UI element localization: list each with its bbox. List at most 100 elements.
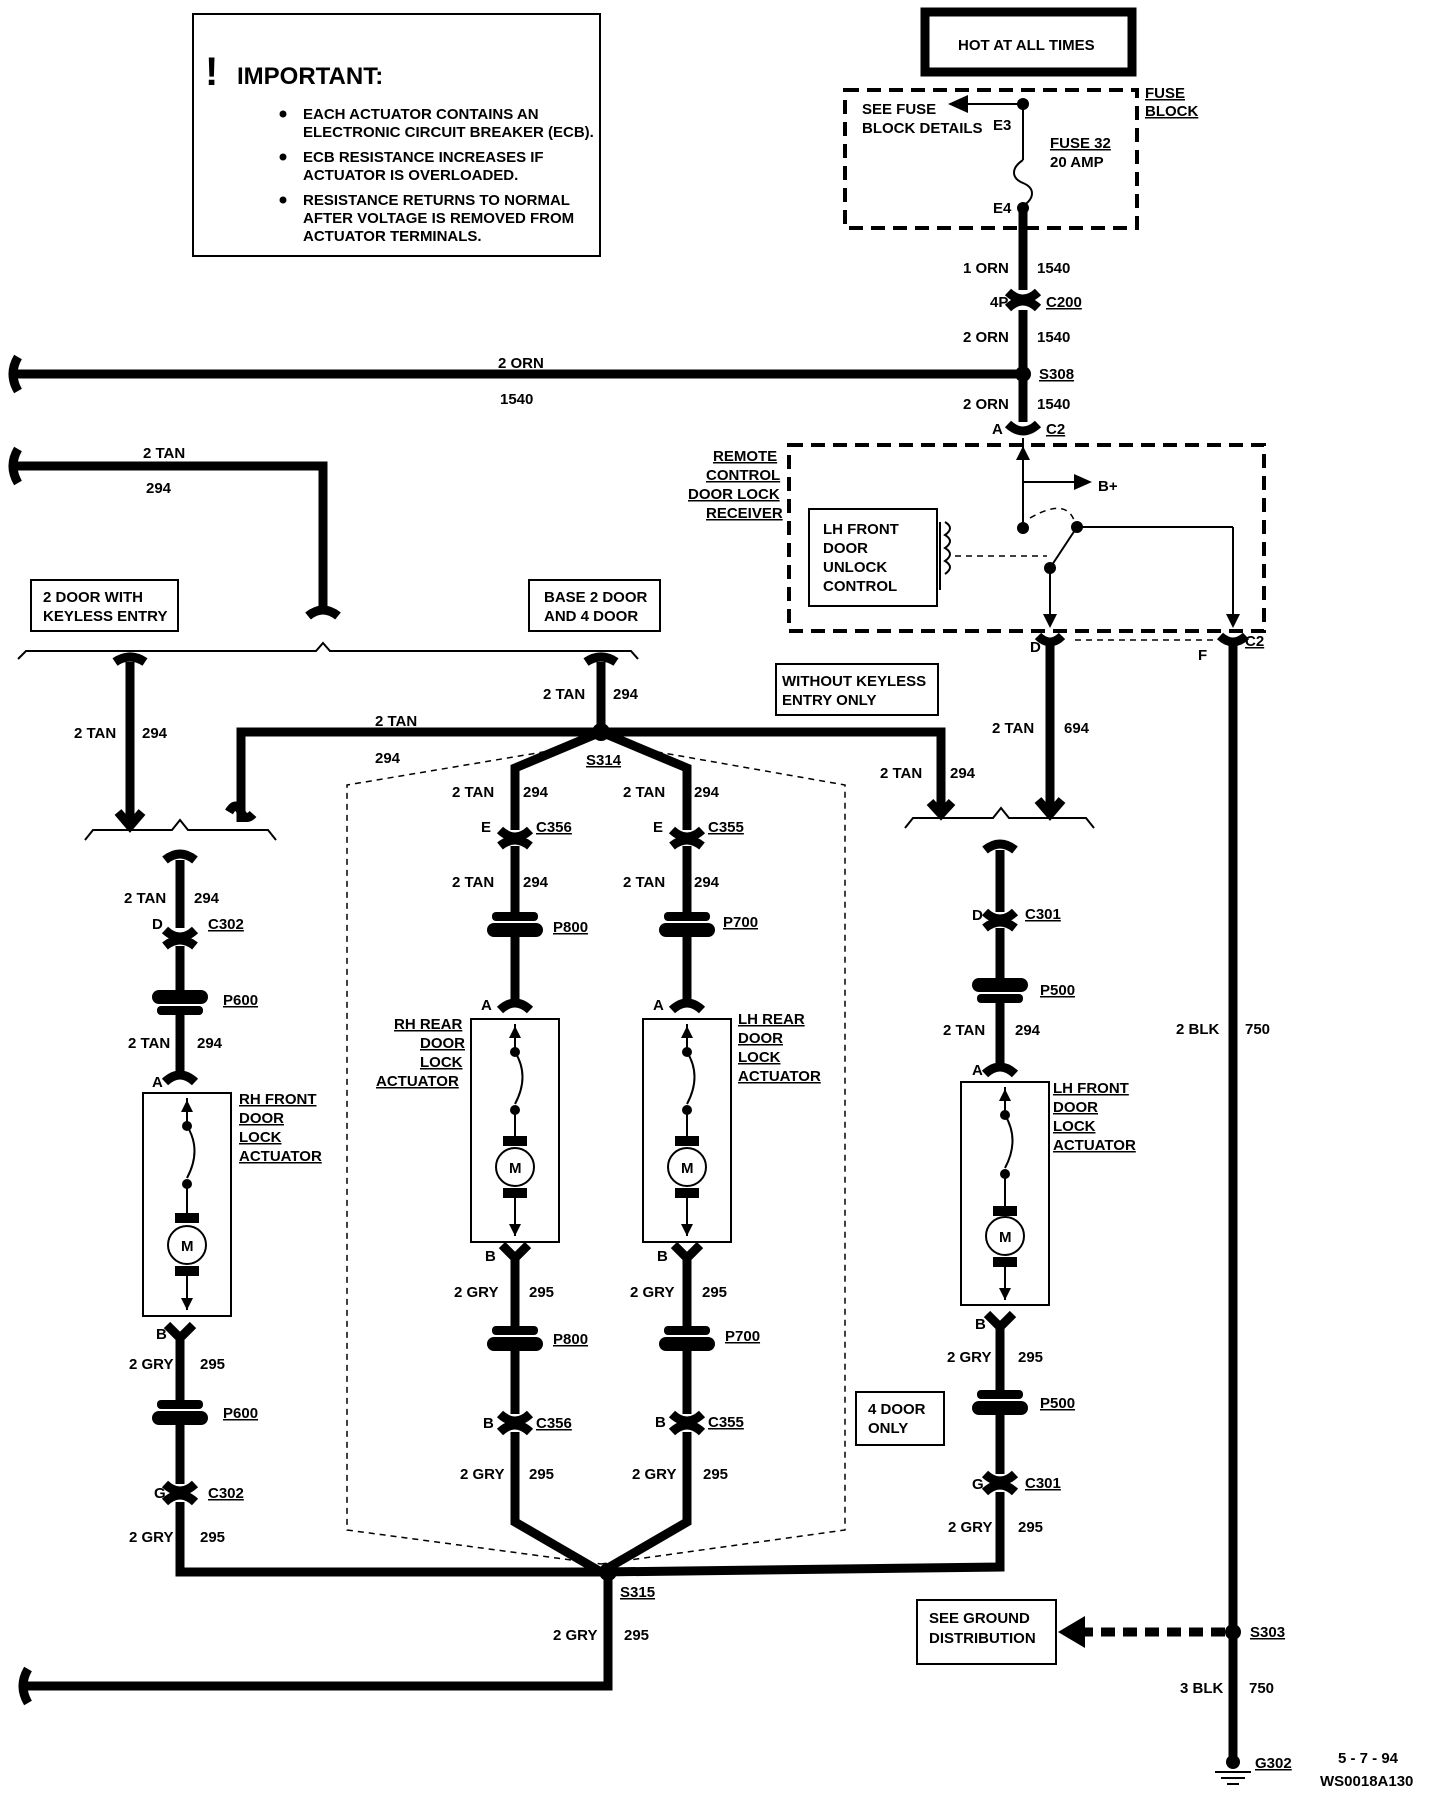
rh-front-branch: 2 TAN 294 D C302 P600 2 TAN 294 A M RH F… (84, 818, 601, 1577)
unlock-control-label: UNLOCK (823, 559, 887, 576)
circuit-number-label: 294 (197, 1035, 223, 1052)
pass-through-p500 (972, 978, 1028, 992)
wire-color-label: 2 TAN (143, 445, 185, 462)
rh-rear-branch: 2 TAN 294 E C356 2 TAN 294 P800 A M RH R… (376, 784, 604, 1576)
lh-rear-branch: 2 TAN 294 E C355 2 TAN 294 P700 A M LH R… (598, 784, 821, 1576)
pin-label: G (972, 1476, 984, 1493)
actuator-label: DOOR (239, 1110, 284, 1127)
actuator-label: ACTUATOR (239, 1148, 322, 1165)
important-note: ! IMPORTANT: EACH ACTUATOR CONTAINS AN E… (192, 13, 601, 257)
splice-s314-label: S314 (586, 752, 622, 769)
actuator-label: LH FRONT (1053, 1080, 1129, 1097)
wire-color-label: 2 TAN (880, 765, 922, 782)
connector-c2-label: C2 (1046, 421, 1065, 438)
arrow-down-icon (1226, 614, 1240, 628)
see-fuse-details-label: BLOCK DETAILS (862, 120, 983, 137)
connector-c302-label: C302 (208, 916, 244, 933)
pin-label: A (481, 997, 492, 1014)
see-fuse-details-label: SEE FUSE (862, 101, 936, 118)
splice-dot (1017, 202, 1029, 214)
actuator-label: ACTUATOR (1053, 1137, 1136, 1154)
pass-through-p700-label: P700 (723, 914, 758, 931)
wire-color-label: 2 TAN (128, 1035, 170, 1052)
arrow-left-icon (1058, 1616, 1085, 1648)
pass-through-p500-label: P500 (1040, 982, 1075, 999)
ground-g302-label: G302 (1255, 1755, 1292, 1772)
connector-c302-label: C302 (208, 1485, 244, 1502)
bullet-icon (279, 110, 287, 118)
circuit-number-label: 294 (1015, 1022, 1041, 1039)
motor-label: M (999, 1229, 1012, 1246)
actuator-label: LOCK (738, 1049, 781, 1066)
arrow-down-icon (999, 1288, 1011, 1300)
pin-label: A (992, 421, 1003, 438)
actuator-label: DOOR (738, 1030, 783, 1047)
option-label: AND 4 DOOR (544, 608, 638, 625)
pass-through-p600-label: P600 (223, 1405, 258, 1422)
pin-label: A (653, 997, 664, 1014)
important-title: IMPORTANT: (237, 63, 383, 90)
circuit-number-label: 295 (703, 1466, 728, 1483)
arrow-down-icon (181, 1298, 193, 1310)
pass-through-p500 (972, 1401, 1028, 1415)
actuator-label: LOCK (1053, 1118, 1096, 1135)
arrow-left-icon (948, 95, 968, 113)
pin-label: 4P (990, 294, 1008, 311)
circuit-number-label: 295 (624, 1627, 649, 1644)
splice-s303-label: S303 (1250, 1624, 1285, 1641)
wire-color-label: 2 TAN (623, 784, 665, 801)
b-plus-label: B+ (1098, 478, 1118, 495)
fuse-label: FUSE 32 (1050, 135, 1111, 152)
wire-color-label: 2 TAN (452, 874, 494, 891)
wire-color-label: 2 GRY (454, 1284, 498, 1301)
pass-through-p800-label: P800 (553, 1331, 588, 1348)
unlock-control-label: DOOR (823, 540, 868, 557)
connector-c356-label: C356 (536, 1415, 572, 1432)
arrow-up-icon (181, 1100, 193, 1112)
wire-color-label: 2 GRY (630, 1284, 674, 1301)
wire-color-label: 3 BLK (1180, 1680, 1224, 1697)
actuator-label: DOOR (1053, 1099, 1098, 1116)
unlock-control-label: CONTROL (823, 578, 897, 595)
arrow-down-icon (1043, 614, 1057, 628)
pass-through-p800 (487, 923, 543, 937)
wire-color-label: 2 ORN (963, 396, 1009, 413)
motor-icon (495, 1147, 535, 1187)
option-break-icon (305, 605, 341, 620)
note-line: AFTER VOLTAGE IS REMOVED FROM (303, 210, 574, 227)
connector-c355-label: C355 (708, 1414, 744, 1431)
pin-label: B (655, 1414, 666, 1431)
circuit-number-label: 1540 (1037, 329, 1070, 346)
pin-label: D (152, 916, 163, 933)
diagram-date: 5 - 7 - 94 (1338, 1750, 1399, 1767)
note-line: RESISTANCE RETURNS TO NORMAL (303, 192, 570, 209)
pin-label: B (156, 1326, 167, 1343)
option-label: WITHOUT KEYLESS (782, 673, 926, 690)
option-label: KEYLESS ENTRY (43, 608, 167, 625)
pin-label: D (972, 907, 983, 924)
pass-through-p600 (152, 990, 208, 1004)
splice-s308-label: S308 (1039, 366, 1074, 383)
keyless-feed-294: 2 TAN 294 (8, 445, 341, 620)
wire-color-label: 2 GRY (632, 1466, 676, 1483)
pin-label: A (152, 1074, 163, 1091)
hot-at-all-times-label: HOT AT ALL TIMES (958, 37, 1095, 54)
connector-c355-label: C355 (708, 819, 744, 836)
pass-through-p500-label: P500 (1040, 1395, 1075, 1412)
pin-label: A (972, 1062, 983, 1079)
note-line: ELECTRONIC CIRCUIT BREAKER (ECB). (303, 124, 594, 141)
option-label: BASE 2 DOOR (544, 589, 648, 606)
fuse-label: 20 AMP (1050, 154, 1104, 171)
circuit-number-label: 294 (523, 784, 549, 801)
note-line: ECB RESISTANCE INCREASES IF (303, 149, 544, 166)
see-ground-label: SEE GROUND (929, 1610, 1030, 1627)
see-ground-label: DISTRIBUTION (929, 1630, 1036, 1647)
continues-left-icon (18, 1666, 32, 1706)
pass-through-p700-label: P700 (725, 1328, 760, 1345)
circuit-number-label: 750 (1249, 1680, 1274, 1697)
pin-label: G (154, 1485, 166, 1502)
wire-color-label: 2 TAN (623, 874, 665, 891)
circuit-number-label: 750 (1245, 1021, 1270, 1038)
connector-c200-bottom (1004, 296, 1042, 312)
pass-through-p800 (487, 1337, 543, 1351)
